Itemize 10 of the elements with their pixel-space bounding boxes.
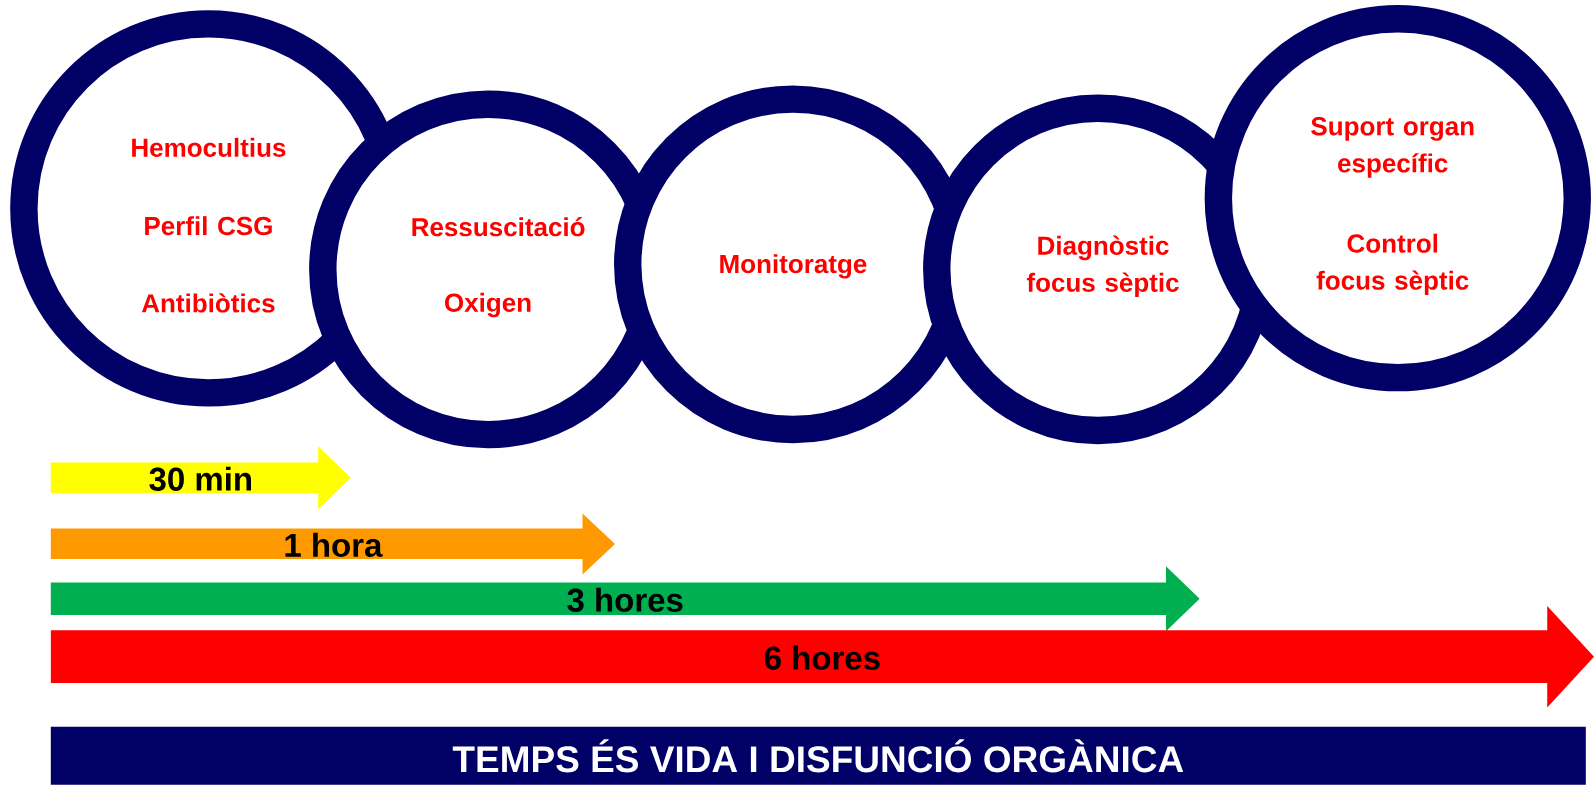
duration-band: 3 hores — [50, 566, 1200, 632]
node-label: Monitoratge — [720, 254, 867, 279]
node-label: Diagnòstic focus sèptic — [1026, 235, 1179, 298]
node-label: Oxigen — [445, 292, 531, 318]
node-label: Suport organ específic — [1311, 117, 1474, 178]
duration-band: 1 hora — [50, 513, 615, 575]
node-label: Control focus sèptic — [1316, 233, 1469, 295]
node-label: Ressuscitació — [412, 217, 585, 237]
title-bar: TEMPS ÉS VIDA I DISFUNCIÓ ORGÀNICA — [50, 726, 1586, 785]
duration-band: 30 min — [50, 446, 351, 510]
